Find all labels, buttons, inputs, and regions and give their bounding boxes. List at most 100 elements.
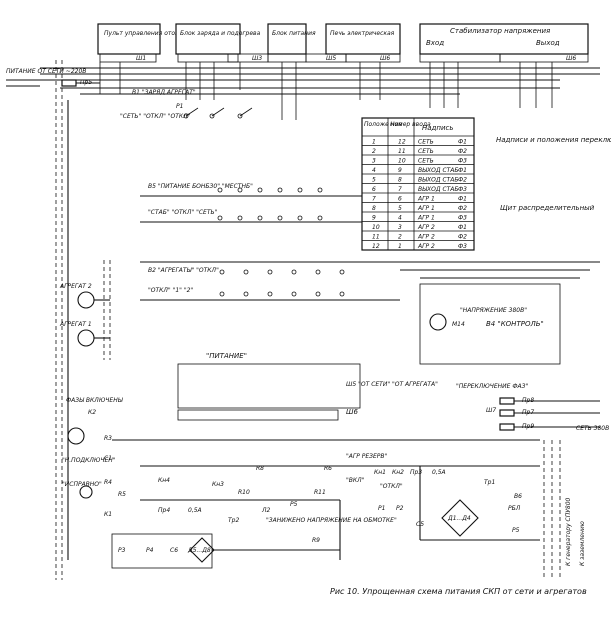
pr3-label: Пр3	[410, 469, 422, 476]
p4-label: Р4	[146, 547, 154, 554]
ok-lamp	[79, 485, 93, 499]
table-cell: 9	[372, 215, 376, 222]
right-notes: Надписи и положения переключателя В4 "ко…	[496, 136, 611, 212]
table-cell: АГР 1	[417, 215, 435, 222]
table-cell: Ф1	[458, 196, 467, 203]
switch-b1-positions: "СЕТЬ" "ОТКЛ" "ОТКЛ"	[120, 113, 191, 120]
table-cell: 1	[372, 139, 376, 146]
low-voltage-label: "ЗАНИЖЕНО НАПРЯЖЕНИЕ НА ОБМОТКЕ"	[266, 517, 397, 524]
r10-label: R10	[238, 489, 250, 496]
table-cell: Ф3	[458, 158, 467, 165]
connector-tag-4: Ш6	[380, 55, 390, 62]
table-cell: 10	[398, 158, 406, 165]
switch-b2: В2 "АГРЕГАТЫ" "ОТКЛ" "ОТКЛ" "1" "2"	[140, 261, 400, 301]
table-cell: АГР 1	[417, 196, 435, 203]
table-cell: 6	[398, 196, 402, 203]
ispravno-label: "ИСПРАВНО"	[62, 481, 102, 488]
table-cell: Ф1	[458, 167, 467, 174]
connector-tag-1: Ш1	[136, 55, 146, 62]
otkl-label: "ОТКЛ"	[380, 483, 403, 490]
top-blocks: Пульт управления отопителями Блок заряда…	[97, 23, 589, 55]
phase-lamp	[67, 427, 85, 445]
table-cell: 5	[398, 205, 402, 212]
table-header-num: Номер ввода	[390, 121, 431, 128]
svg-text:P1: P1	[176, 103, 183, 110]
block-charge-heat-label: Блок заряда и подогрева	[180, 30, 261, 37]
table-cell: Ф1	[458, 224, 467, 231]
r6-label: R6	[324, 465, 332, 472]
tp2-label: Тр2	[228, 517, 239, 524]
kn2-label: Кн2	[392, 469, 404, 476]
left-mains: ПИТАНИЕ ОТ СЕТИ ~220В Пр5	[6, 60, 100, 580]
table-cell: Ф2	[458, 234, 467, 241]
mains-380-label: СЕТЬ 380В	[576, 425, 609, 432]
table-cell: Ф3	[458, 186, 467, 193]
table-cell: 9	[398, 167, 402, 174]
table-cell: СЕТЬ	[418, 139, 434, 146]
table-cell: 5	[372, 177, 376, 184]
left-indicators: ФАЗЫ ВКЛЮЧЕНЫ К2 "Н.ПОДКЛЮЧЕН" R3 С1 "ИС…	[62, 397, 126, 518]
block-control-panel	[97, 23, 161, 55]
kn3-label: Кн3	[212, 481, 224, 488]
table-cell: 6	[372, 186, 376, 193]
right-fuses: Пр8 Пр7 Пр9 СЕТЬ 380В	[499, 397, 609, 432]
rbl-label: РБЛ	[508, 505, 521, 512]
stabilizer-output-label: Выход	[536, 39, 560, 47]
w6-label: Ш6	[346, 408, 358, 416]
table-cell: 8	[398, 177, 402, 184]
switch-b1: В1 "ЗАРЯД АГРЕГАТ" "СЕТЬ" "ОТКЛ" "ОТКЛ" …	[120, 89, 253, 120]
c1-label: С1	[104, 455, 112, 462]
n-podkl-label: "Н.ПОДКЛЮЧЕН"	[62, 457, 116, 464]
table-cell: АГР 2	[417, 224, 435, 231]
block-furnace	[325, 23, 401, 55]
r3-label: R3	[104, 435, 112, 442]
block-power-label: Блок питания	[272, 30, 316, 37]
switch-b5: В5 "ПИТАНИЕ БОНБЗ0" "МЕСТНБ" "СТАБ" "ОТК…	[140, 183, 380, 223]
d5-label: Д5...Д8	[187, 547, 211, 554]
agr1-symbol	[77, 329, 95, 347]
p5-right-label: Р5	[512, 527, 520, 534]
table-cell: 4	[398, 215, 402, 222]
table-cell: ВЫХОД СТАБ	[418, 186, 459, 193]
kn4-label: Кн4	[158, 477, 170, 484]
connector-tag-5: Ш6	[566, 55, 576, 62]
voltmeter-symbol	[429, 313, 447, 331]
phase-switch-label: "ПЕРЕКЛЮЧЕНИЕ ФАЗ"	[456, 383, 528, 390]
table-cell: Ф3	[458, 215, 467, 222]
right-verticals: К генератору СПУ800 К заземлению В6 РБЛ …	[508, 440, 586, 580]
pitanie-label: "ПИТАНИЕ"	[206, 352, 247, 360]
table-cell: 2	[398, 234, 402, 241]
block-charge-heat	[175, 23, 241, 55]
vkl-label: "ВКЛ"	[346, 477, 365, 484]
table-cell: ВЫХОД СТАБ	[418, 167, 459, 174]
table-cell: АГР 1	[417, 205, 435, 212]
table-cell: АГР 2	[417, 243, 435, 250]
bridge-d1-d4	[441, 499, 479, 537]
p5-label: Р5	[290, 501, 298, 508]
table-cell: СЕТЬ	[418, 148, 434, 155]
lamp-label: Л2	[261, 507, 271, 514]
table-cell: Ф2	[458, 148, 467, 155]
table-header-label: Надпись	[422, 124, 454, 132]
agr1-label: АГРЕГАТ 1	[59, 321, 92, 328]
agr2-label: АГРЕГАТ 2	[59, 283, 92, 290]
power-block: "ПИТАНИЕ" Ш5 "ОТ СЕТИ" "ОТ АГРЕГАТА" Ш6	[177, 352, 438, 421]
switch-b5-title: В5 "ПИТАНИЕ БОНБЗ0" "МЕСТНБ"	[148, 183, 253, 190]
block-stabilizer-label: Стабилизатор напряжения	[450, 27, 550, 35]
table-cell: 3	[372, 158, 376, 165]
pr4-rating: 0,5А	[188, 507, 202, 514]
agr2-symbol	[77, 291, 95, 309]
block-furnace-label: Печь электрическая	[330, 30, 395, 37]
b4-voltage-label: "НАПРЯЖЕНИЕ 380В"	[460, 307, 527, 314]
table-cell: 12	[398, 139, 406, 146]
block-control-panel-label: Пульт управления отопителями	[104, 30, 206, 37]
r8-label: R8	[256, 465, 264, 472]
d1-label: Д1...Д4	[447, 515, 471, 522]
table-cell: 11	[372, 234, 380, 241]
table-cell: 7	[398, 186, 402, 193]
r9-label: R9	[312, 537, 320, 544]
switch-b1-title: В1 "ЗАРЯД АГРЕГАТ"	[132, 89, 196, 96]
table-cell: Ф2	[458, 205, 467, 212]
note-switch-b4: Надписи и положения переключателя В4 "ко…	[496, 136, 611, 144]
